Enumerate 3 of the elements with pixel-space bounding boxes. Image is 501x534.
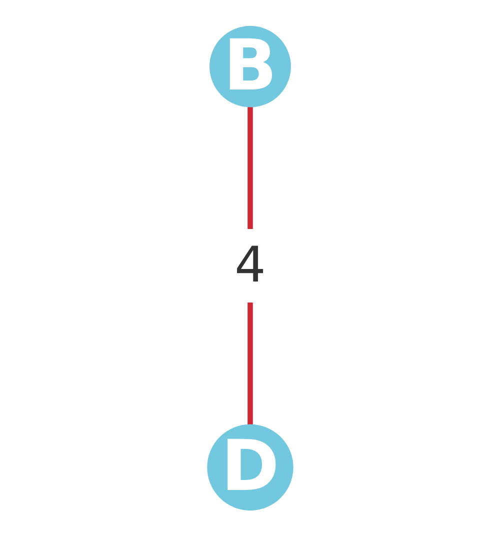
edge-label: 4 bbox=[234, 236, 266, 294]
node-circle: B bbox=[210, 26, 292, 108]
node-circle: D bbox=[207, 424, 294, 510]
